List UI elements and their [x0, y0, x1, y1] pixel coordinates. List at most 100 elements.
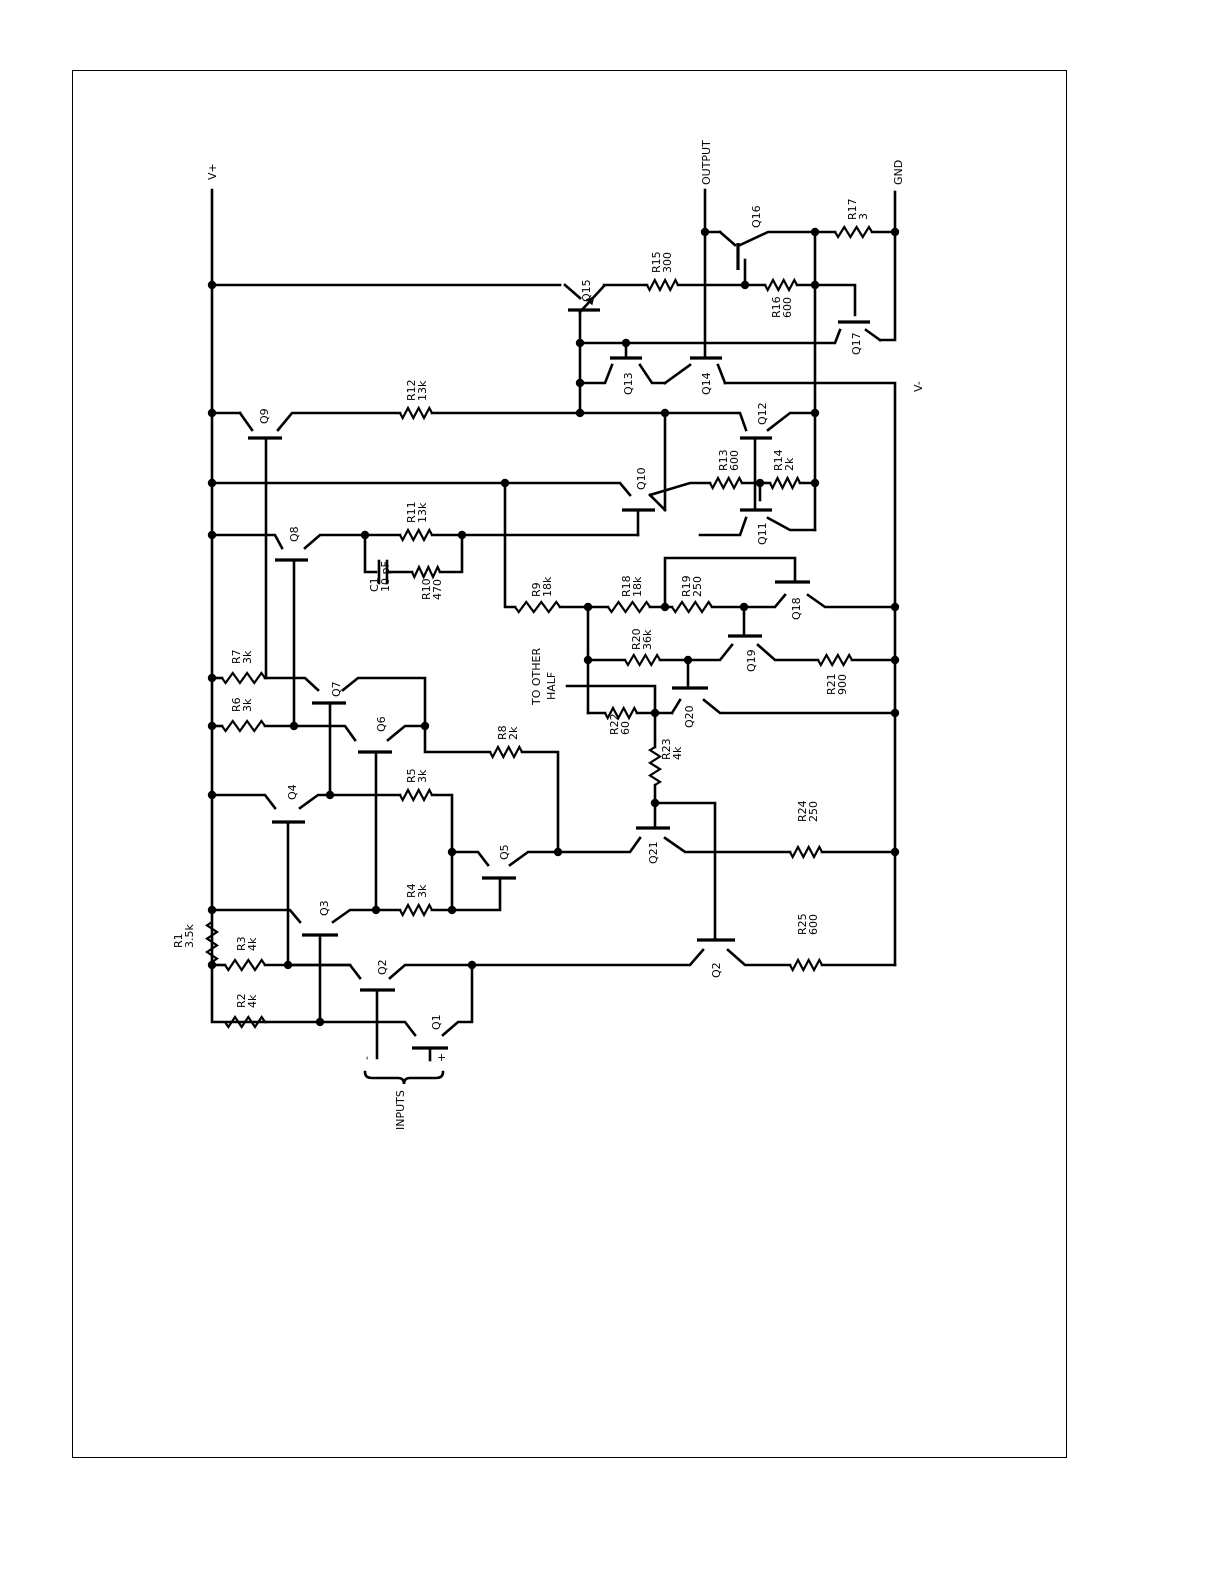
transistor-label: Q19 [745, 649, 758, 672]
resistor-r3 [224, 958, 266, 972]
junction-dot [207, 280, 217, 290]
wire [670, 698, 682, 715]
wire [716, 363, 727, 385]
transistor-label: Q10 [635, 467, 648, 490]
junction-dot [575, 378, 585, 388]
page-frame [72, 70, 1067, 1458]
wire [698, 516, 748, 537]
junction-dot [457, 530, 467, 540]
resistor-value: 36k [641, 629, 654, 650]
junction-dot [650, 708, 660, 718]
resistor-label: R19 [680, 575, 693, 597]
junction-dot [315, 1017, 325, 1027]
resistor-value: 900 [836, 674, 849, 695]
wire [503, 481, 517, 609]
wire [578, 363, 614, 385]
junction-dot [890, 602, 900, 612]
transistor-label: Q18 [790, 597, 803, 620]
resistor-symbol [221, 719, 266, 733]
transistor-label: Q8 [288, 526, 301, 542]
resistor-symbol [834, 224, 873, 240]
resistor-value: 250 [691, 576, 704, 597]
resistor-label: R16 [770, 296, 783, 318]
resistor-value: 600 [728, 450, 741, 471]
vminus-rail [723, 381, 897, 967]
resistor-symbol [671, 600, 713, 614]
resistor-label: R8 [496, 725, 509, 740]
junction-dot [621, 338, 631, 348]
junction-dot [207, 721, 217, 731]
resistor-value: 4k [246, 937, 259, 951]
transistor-label: Q15 [580, 279, 593, 302]
vplus-label: V+ [206, 163, 219, 180]
junction-dot [360, 530, 370, 540]
junction-dot [810, 478, 820, 488]
resistor-symbol [399, 405, 433, 421]
resistor-value: 3k [241, 650, 254, 664]
resistor-value: 3k [241, 698, 254, 712]
resistor-r7 [221, 671, 266, 685]
transistor-label: Q17 [850, 332, 863, 355]
transistor-label: Q2 [710, 962, 723, 978]
resistor-r10 [411, 564, 441, 580]
resistor-symbol [624, 652, 661, 668]
junction-dot [755, 478, 765, 488]
junction-dot [890, 708, 900, 718]
wire [363, 533, 378, 574]
resistor-r13 [709, 475, 743, 491]
resistor-r17 [834, 224, 873, 240]
wire [864, 328, 882, 342]
resistor-symbol [789, 844, 823, 860]
resistor-value: 250 [807, 801, 820, 822]
resistor-value: 4k [671, 746, 684, 760]
inputs-brace [363, 1070, 445, 1085]
wire [565, 684, 657, 715]
resistor-label: R13 [717, 449, 730, 471]
resistor-r5 [399, 787, 433, 803]
junction-dot [660, 602, 670, 612]
junction-dot [289, 721, 299, 731]
junction-dot [683, 655, 693, 665]
junction-dot [207, 905, 217, 915]
resistor-label: R15 [650, 251, 663, 273]
junction-dot [207, 530, 217, 540]
resistor-label: R24 [796, 800, 809, 822]
transistor-label: Q13 [622, 372, 635, 395]
wire [388, 963, 474, 980]
wire [806, 593, 897, 609]
resistor-label: R25 [796, 913, 809, 935]
wire [648, 481, 712, 497]
resistor-value: 18k [631, 576, 644, 597]
resistor-label: R1 [172, 933, 185, 948]
resistor-r21 [817, 652, 853, 668]
resistor-label: R23 [660, 738, 673, 760]
junction-dot [207, 408, 217, 418]
resistor-symbol [514, 600, 561, 614]
wire [756, 643, 820, 662]
junction-dot [420, 721, 430, 731]
wire [210, 533, 284, 550]
junction-dot [447, 905, 457, 915]
wire [766, 516, 817, 532]
wire [578, 328, 842, 345]
wire [263, 963, 362, 980]
transistor-label: Q11 [756, 522, 769, 545]
wire [520, 750, 560, 854]
resistor-r4 [399, 902, 433, 918]
resistor-label: R14 [772, 449, 785, 471]
junction-dot [583, 655, 593, 665]
wire [341, 676, 427, 728]
resistor-r9 [514, 600, 561, 614]
junction-dot [447, 847, 457, 857]
junction-dot [740, 280, 750, 290]
wire [450, 850, 490, 867]
resistor-symbol [399, 902, 433, 918]
transistor-label: Q3 [318, 900, 331, 916]
resistor-symbol [607, 600, 651, 614]
wire [738, 230, 817, 247]
resistor-r23 [647, 746, 663, 786]
wire [210, 481, 632, 497]
transistor-label: Q2 [376, 959, 389, 975]
junction-dot [371, 905, 381, 915]
resistor-r6 [221, 719, 266, 733]
